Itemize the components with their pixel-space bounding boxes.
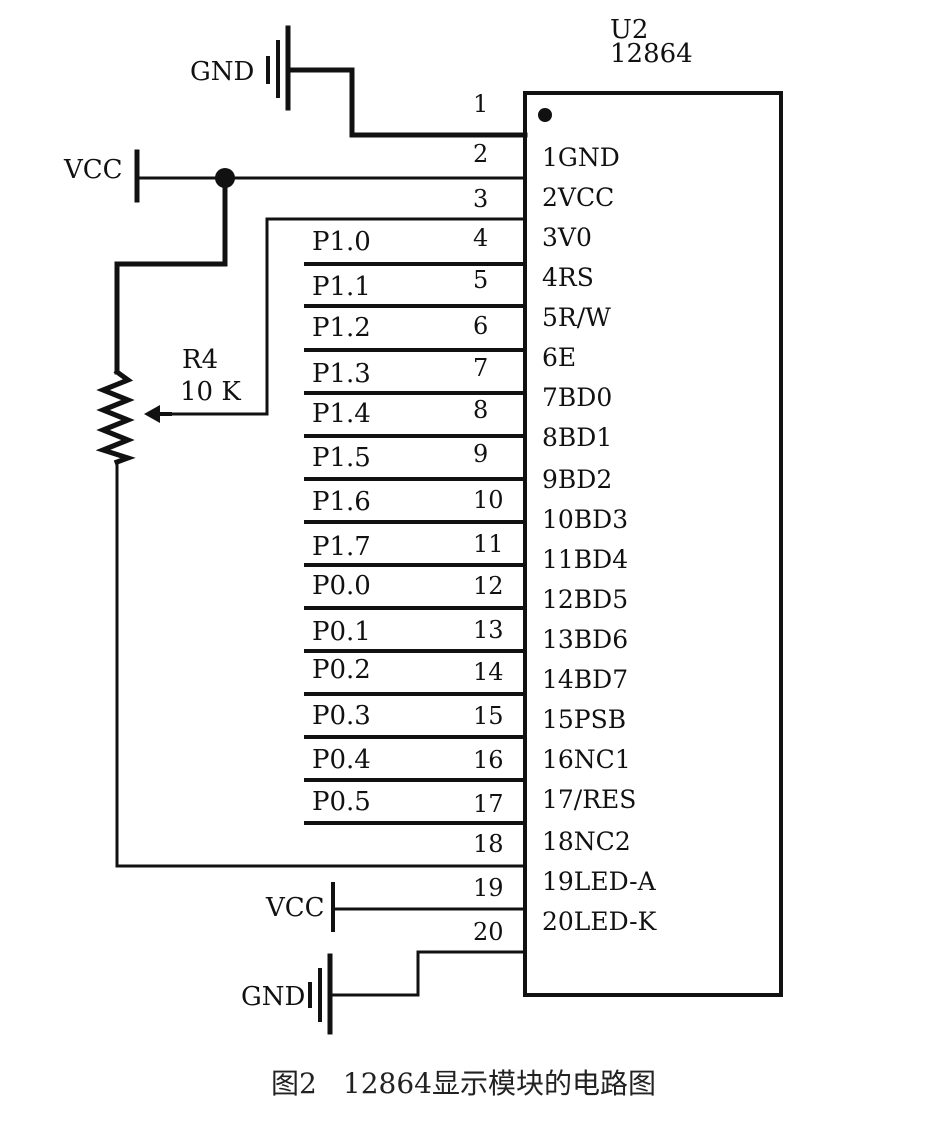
port-label: P1.3 xyxy=(312,359,371,389)
v0-wire xyxy=(155,217,527,416)
pin-number: 18 xyxy=(473,830,504,858)
pin-name: 12BD5 xyxy=(542,585,628,614)
figure-number: 图2 xyxy=(271,1067,317,1100)
pin1-marker-dot xyxy=(538,108,552,122)
port-label: P0.1 xyxy=(312,617,371,647)
pin-number: 10 xyxy=(473,486,504,514)
pin-name: 6E xyxy=(542,343,576,372)
port-label: P1.5 xyxy=(312,443,371,473)
pin-name: 20LED-K xyxy=(542,907,658,936)
pin-number: 16 xyxy=(473,746,504,774)
pin-name: 3V0 xyxy=(542,223,592,252)
potentiometer-r4 xyxy=(95,368,527,868)
vcc-symbol-bottom xyxy=(331,882,527,934)
pin-number: 19 xyxy=(473,874,504,902)
pin-name: 2VCC xyxy=(542,183,614,212)
pin-name: 4RS xyxy=(542,263,594,292)
pin-name: 8BD1 xyxy=(542,423,612,452)
pin-name: 16NC1 xyxy=(542,745,631,774)
pin-name: 10BD3 xyxy=(542,505,628,534)
pin-name: 11BD4 xyxy=(542,545,628,574)
chip-body xyxy=(523,91,783,997)
port-label: P1.2 xyxy=(312,313,371,343)
vcc-left-label: VCC xyxy=(63,155,123,185)
gnd-bottom-label: GND xyxy=(241,982,305,1012)
pin-number: 7 xyxy=(473,354,488,382)
pin-number: 20 xyxy=(473,918,504,946)
pin-name: 15PSB xyxy=(542,705,626,734)
pin-name: 13BD6 xyxy=(542,625,628,654)
pin-number: 11 xyxy=(473,530,504,558)
port-label: P0.3 xyxy=(312,701,371,731)
pin-name: 5R/W xyxy=(542,303,611,332)
pin-number: 1 xyxy=(473,90,488,118)
chip-part: 12864 xyxy=(610,39,693,69)
port-label: P0.2 xyxy=(312,655,371,685)
pin-number: 9 xyxy=(473,440,488,468)
port-label: P1.6 xyxy=(312,487,371,517)
chip-ref: U2 xyxy=(610,15,648,45)
pin-number: 14 xyxy=(473,658,504,686)
resistor-ref-label: R4 xyxy=(182,345,218,375)
pin-number: 13 xyxy=(473,616,504,644)
port-wires xyxy=(304,262,527,825)
port-label: P1.1 xyxy=(312,272,371,302)
figure-title: 12864显示模块的电路图 xyxy=(342,1067,656,1100)
pin-name: 9BD2 xyxy=(542,465,612,494)
figure-caption: 图2 12864显示模块的电路图 xyxy=(0,1062,927,1102)
pin-number: 12 xyxy=(473,572,504,600)
ground-symbol-top xyxy=(266,25,528,138)
port-label: P1.7 xyxy=(312,532,371,562)
pin-name: 7BD0 xyxy=(542,383,612,412)
pin-name: 18NC2 xyxy=(542,827,631,856)
pin-name: 1GND xyxy=(542,143,620,172)
pin-name: 19LED-A xyxy=(542,867,657,896)
pin-name: 17/RES xyxy=(542,785,636,814)
port-label: P1.4 xyxy=(312,399,371,429)
pin-number: 3 xyxy=(473,185,488,213)
port-label: P0.5 xyxy=(312,787,371,817)
pin-number: 17 xyxy=(473,790,504,818)
vcc-bottom-label: VCC xyxy=(265,893,325,923)
pin-number: 4 xyxy=(473,224,488,252)
pin-number: 6 xyxy=(473,312,488,340)
pin-number: 2 xyxy=(473,140,488,168)
vcc-symbol-left xyxy=(114,149,527,375)
port-label: P0.4 xyxy=(312,745,371,775)
port-label: P1.0 xyxy=(312,227,371,257)
pin-number: 5 xyxy=(473,266,488,294)
ground-symbol-bottom xyxy=(308,950,527,1035)
port-label: P0.0 xyxy=(312,571,371,601)
pin-number: 8 xyxy=(473,396,488,424)
gnd-top-label: GND xyxy=(190,57,254,87)
pin-number: 15 xyxy=(473,702,504,730)
resistor-value-label: 10 K xyxy=(180,377,241,407)
pin-name: 14BD7 xyxy=(542,665,628,694)
